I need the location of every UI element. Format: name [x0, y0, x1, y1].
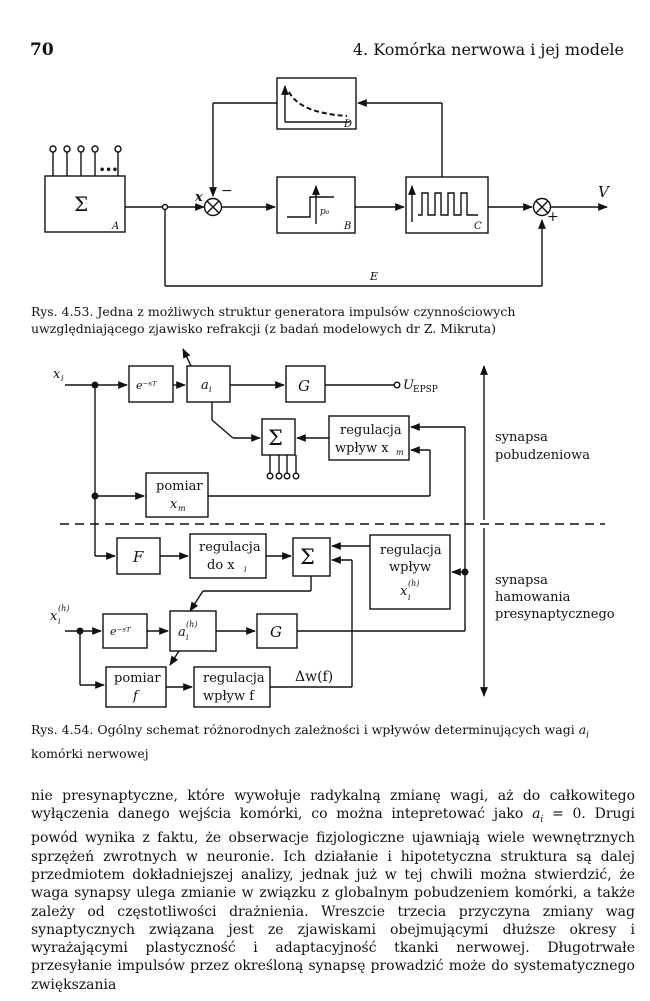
caption-54-var: a — [578, 722, 587, 737]
body-paragraph: nie presynaptyczne, które wywołuje radyk… — [31, 787, 635, 994]
figure-4-53 — [44, 77, 608, 287]
comparator-2 — [532, 197, 552, 217]
block-A-summator — [44, 175, 126, 233]
input-pins — [49, 145, 122, 176]
uepsp-label: U — [403, 378, 415, 393]
reg-wplyw-xih-block — [369, 534, 451, 610]
page-number: 70 — [30, 40, 54, 60]
figure-4-54-labels: x i e⁻ˢᵀ a i G U EPSP Σ regulacja wpływ … — [50, 367, 615, 704]
delay-block-1 — [128, 365, 174, 403]
label-D: D — [343, 119, 352, 130]
F-label: F — [132, 548, 144, 566]
pomiar-xm-block — [145, 472, 209, 518]
label-E: E — [369, 270, 378, 283]
running-title: 4. Komórka nerwowa i jej modele — [352, 40, 624, 59]
aih-sup: (h) — [186, 620, 197, 629]
figure-4-54 — [60, 348, 605, 708]
aih-block — [169, 610, 217, 652]
reg-wplyw-xih-line3: x — [400, 584, 408, 599]
block-B — [276, 176, 356, 234]
reg-wplyw-xih-line1: regulacja — [380, 543, 442, 558]
uepsp-sub: EPSP — [413, 385, 438, 395]
body-text-1: nie presynaptyczne, które wywołuje radyk… — [31, 788, 635, 823]
reg-do-xi-line1: regulacja — [199, 540, 261, 555]
label-V: V — [598, 183, 611, 201]
caption-54-text-end: komórki nerwowej — [31, 745, 149, 761]
sum-label-2: Σ — [300, 545, 315, 569]
equation-sub: i — [540, 815, 544, 826]
sum-label-1: Σ — [268, 426, 283, 450]
caption-54-text: Rys. 4.54. Ogólny schemat różnorodnych z… — [31, 722, 579, 737]
figure-4-53-labels: Σ ••• A B C D E x − + p₀ V — [74, 119, 611, 283]
G-block-2 — [256, 613, 298, 649]
xih-label: x — [50, 609, 58, 624]
G-label-2: G — [270, 623, 282, 641]
caption-54-var-sub: i — [586, 730, 590, 741]
aih-label: a — [178, 625, 186, 640]
delay-label-2: e⁻ˢᵀ — [110, 625, 132, 638]
reg-wplyw-xm-sub: m — [396, 448, 404, 457]
xi-sub: i — [61, 374, 64, 383]
reg-wplyw-f-line1: regulacja — [203, 671, 265, 686]
synapsa1-line2: pobudzeniowa — [495, 448, 590, 463]
pomiar-xm-line1: pomiar — [156, 479, 203, 494]
delay-label-1: e⁻ˢᵀ — [136, 379, 158, 392]
label-A: A — [111, 221, 119, 232]
reg-wplyw-xih-sup: (h) — [408, 579, 419, 588]
equation-rest: = 0 — [543, 806, 582, 823]
synapsa2-line1: synapsa — [495, 573, 548, 588]
caption-fig-4-54: Rys. 4.54. Ogólny schemat różnorodnych z… — [31, 721, 631, 762]
pomiar-f-line1: pomiar — [114, 671, 161, 686]
synapsa2-line2: hamowania — [495, 590, 571, 605]
label-x: x — [194, 190, 203, 205]
caption-fig-4-53: Rys. 4.53. Jedna z możliwych struktur ge… — [31, 304, 516, 336]
label-p0: p₀ — [320, 207, 330, 217]
reg-wplyw-xm-line1: regulacja — [340, 423, 402, 438]
delta-w-f-label: Δw(f) — [295, 669, 333, 685]
synapsa1-line1: synapsa — [495, 430, 548, 445]
aih-sub: i — [186, 633, 189, 642]
reg-wplyw-xih-sub: i — [408, 593, 411, 602]
reg-wplyw-xm-line2: wpływ x — [335, 441, 389, 456]
minus-sign: − — [221, 183, 233, 199]
G-block-1 — [285, 365, 326, 403]
reg-wplyw-xm-block — [328, 415, 410, 461]
dots-label: ••• — [99, 165, 118, 176]
xi-label: x — [53, 367, 61, 382]
reg-do-xi-line2: do x — [207, 558, 235, 573]
ai-block — [186, 365, 231, 403]
reg-do-xi-sub: i — [244, 565, 247, 574]
pomiar-xm-sub: m — [178, 504, 186, 513]
G-label-1: G — [298, 377, 310, 395]
block-C — [405, 176, 489, 234]
plus-sign: + — [547, 209, 559, 225]
reg-wplyw-f-line2: wpływ f — [203, 689, 255, 704]
reg-wplyw-xih-line2: wpływ — [389, 560, 431, 575]
pomiar-f-line2: f — [132, 689, 140, 704]
synapsa2-line3: presynaptycznego — [495, 607, 615, 622]
body-text-2: . Drugi powód wynika z faktu, że obserwa… — [31, 806, 635, 993]
label-C: C — [474, 221, 482, 232]
xih-sub: i — [58, 617, 61, 626]
equation-var: a — [532, 806, 541, 823]
ai-label: a — [201, 378, 209, 393]
comparator-1 — [203, 197, 223, 217]
ai-sub: i — [209, 385, 212, 394]
pomiar-xm-line2: x — [170, 497, 178, 512]
label-B: B — [343, 221, 351, 232]
xih-sup: (h) — [58, 604, 69, 613]
sigma-label: Σ — [74, 192, 88, 216]
